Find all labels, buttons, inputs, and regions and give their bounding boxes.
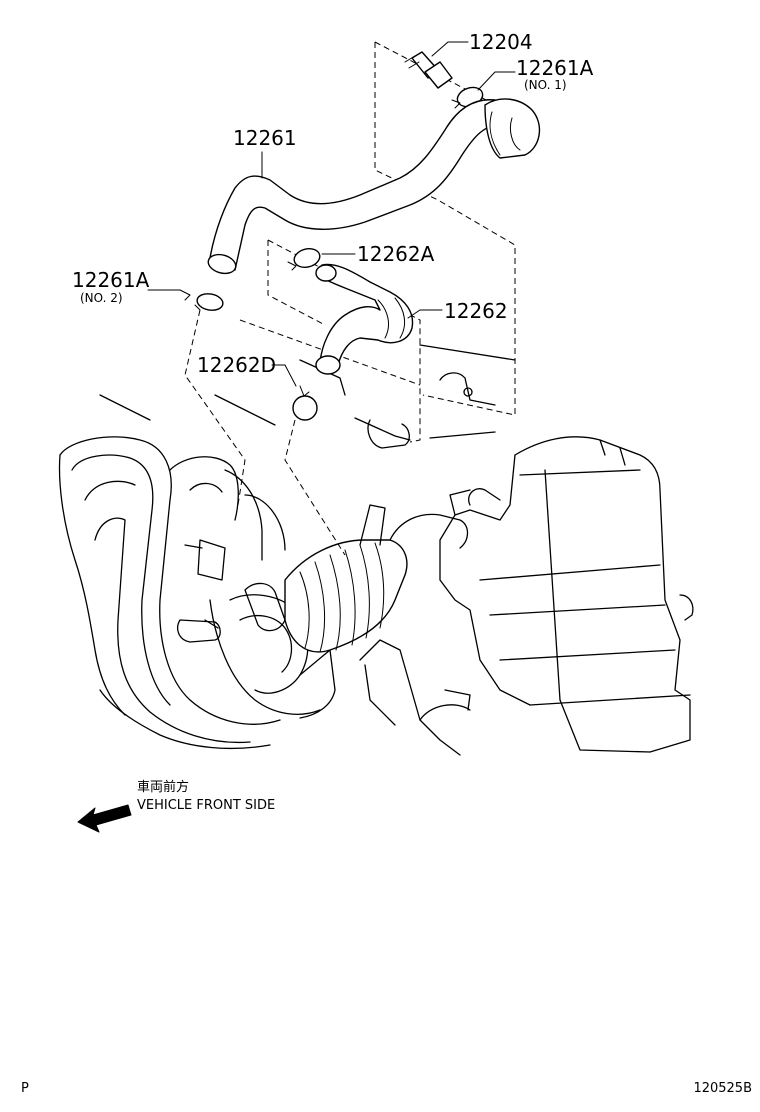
- clamp-12262a: [287, 247, 321, 271]
- hose-12261: [207, 98, 541, 275]
- front-arrow-icon: [77, 804, 132, 833]
- direction-label-english: VEHICLE FRONT SIDE: [137, 798, 275, 813]
- clamp-12262d: [292, 385, 318, 421]
- diagram-reference-number: 120525B: [693, 1081, 752, 1096]
- clamp-12261a-no2: [179, 289, 224, 311]
- part-label-12262a: 12262A: [357, 242, 435, 266]
- part-label-12261: 12261: [233, 126, 297, 150]
- part-sublabel-12261a-no2: (NO. 2): [80, 291, 123, 305]
- part-label-12262d: 12262D: [197, 353, 276, 377]
- part-label-12262: 12262: [444, 299, 508, 323]
- part-label-12261a-no1: 12261A: [516, 56, 594, 80]
- part-label-12261a-no2: 12261A: [72, 268, 150, 292]
- part-labels: 12204 12261A (NO. 1) 12261 12262A 12261A…: [72, 30, 594, 377]
- footer-page-marker: P: [21, 1081, 29, 1096]
- hose-12262: [315, 263, 414, 375]
- engine-drawing: [58, 344, 694, 756]
- direction-label-japanese: 車両前方: [137, 779, 189, 795]
- part-label-12204: 12204: [469, 30, 533, 54]
- part-sublabel-12261a-no1: (NO. 1): [524, 78, 567, 92]
- pcv-valve: [404, 51, 453, 89]
- vehicle-front-indicator: 車両前方 VEHICLE FRONT SIDE: [77, 779, 275, 833]
- leader-lines: [147, 41, 516, 387]
